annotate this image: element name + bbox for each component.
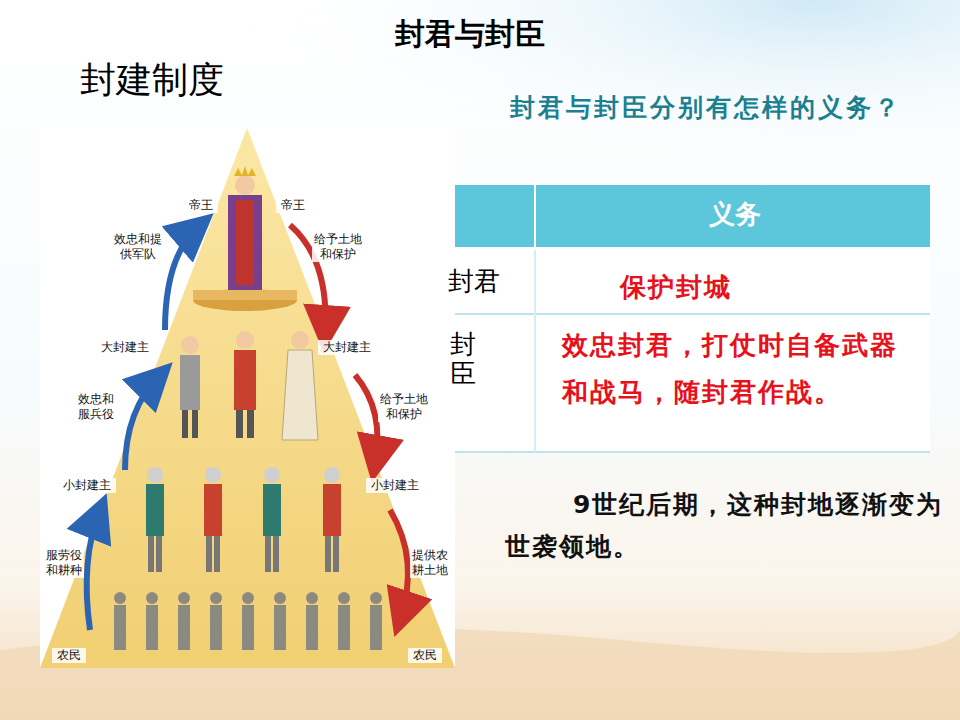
slide-title: 封君与封臣 — [395, 14, 545, 55]
section-heading: 封建制度 — [80, 56, 224, 105]
duty-label: 服劳役和耕种 — [44, 548, 84, 578]
level-name: 帝王 — [276, 198, 310, 213]
row-header: 封君 — [448, 264, 500, 299]
duty-label: 给予土地和保护 — [378, 392, 430, 422]
duty-label: 给予土地和保护 — [312, 232, 364, 262]
level-name: 农民 — [52, 648, 86, 663]
level-name: 帝王 — [184, 198, 218, 213]
duty-label: 提供农耕土地 — [410, 548, 450, 578]
note-text: 9世纪后期，这种封地逐渐变为世袭领地。 — [505, 484, 945, 568]
table-cell: 保护封城 — [620, 264, 920, 311]
level-name: 农民 — [408, 648, 442, 663]
level-name: 大封建主 — [96, 340, 154, 355]
level-name: 小封建主 — [366, 478, 424, 493]
level-name: 小封建主 — [58, 478, 116, 493]
duty-label: 效忠和提供军队 — [112, 232, 164, 262]
table-header: 义务 — [540, 197, 930, 232]
table-cell: 效忠封君，打仗时自备武器和战马，随封君作战。 — [562, 322, 924, 416]
row-header: 封臣 — [450, 330, 476, 387]
level-name: 大封建主 — [318, 340, 376, 355]
question-text: 封君与封臣分别有怎样的义务？ — [510, 86, 950, 130]
duty-label: 效忠和服兵役 — [76, 392, 116, 422]
